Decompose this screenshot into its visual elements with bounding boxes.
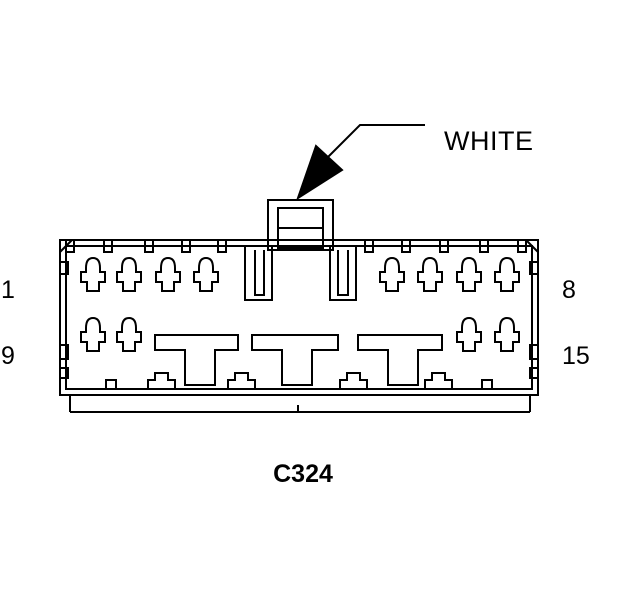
leader-arrow (296, 124, 425, 201)
side-notches (59, 261, 539, 379)
pin-cavity (494, 316, 520, 352)
dimension-line (69, 395, 531, 413)
pin-label-15: 15 (562, 342, 590, 370)
pin-cavity (116, 316, 142, 352)
pin-cavity (456, 316, 482, 352)
pin-cavity (116, 256, 142, 292)
bottom-bumps (105, 372, 493, 390)
pin-cavity (379, 256, 405, 292)
latch-slots (244, 246, 357, 301)
top-notches (65, 239, 527, 253)
locking-tab (267, 199, 334, 251)
pin-label-8: 8 (562, 276, 576, 304)
pin-label-1: 1 (1, 276, 15, 304)
pin-cavities (80, 256, 520, 352)
pin-cavity (80, 316, 106, 352)
t-ribs (154, 334, 443, 386)
wire-color-label: WHITE (444, 126, 534, 156)
pin-cavity (494, 256, 520, 292)
connector-id: C324 (273, 460, 333, 488)
pin-cavity (80, 256, 106, 292)
pin-cavity (155, 256, 181, 292)
pin-cavity (193, 256, 219, 292)
pin-cavity (417, 256, 443, 292)
pin-label-9: 9 (1, 342, 15, 370)
connector-housing (59, 239, 539, 396)
pin-cavity (456, 256, 482, 292)
